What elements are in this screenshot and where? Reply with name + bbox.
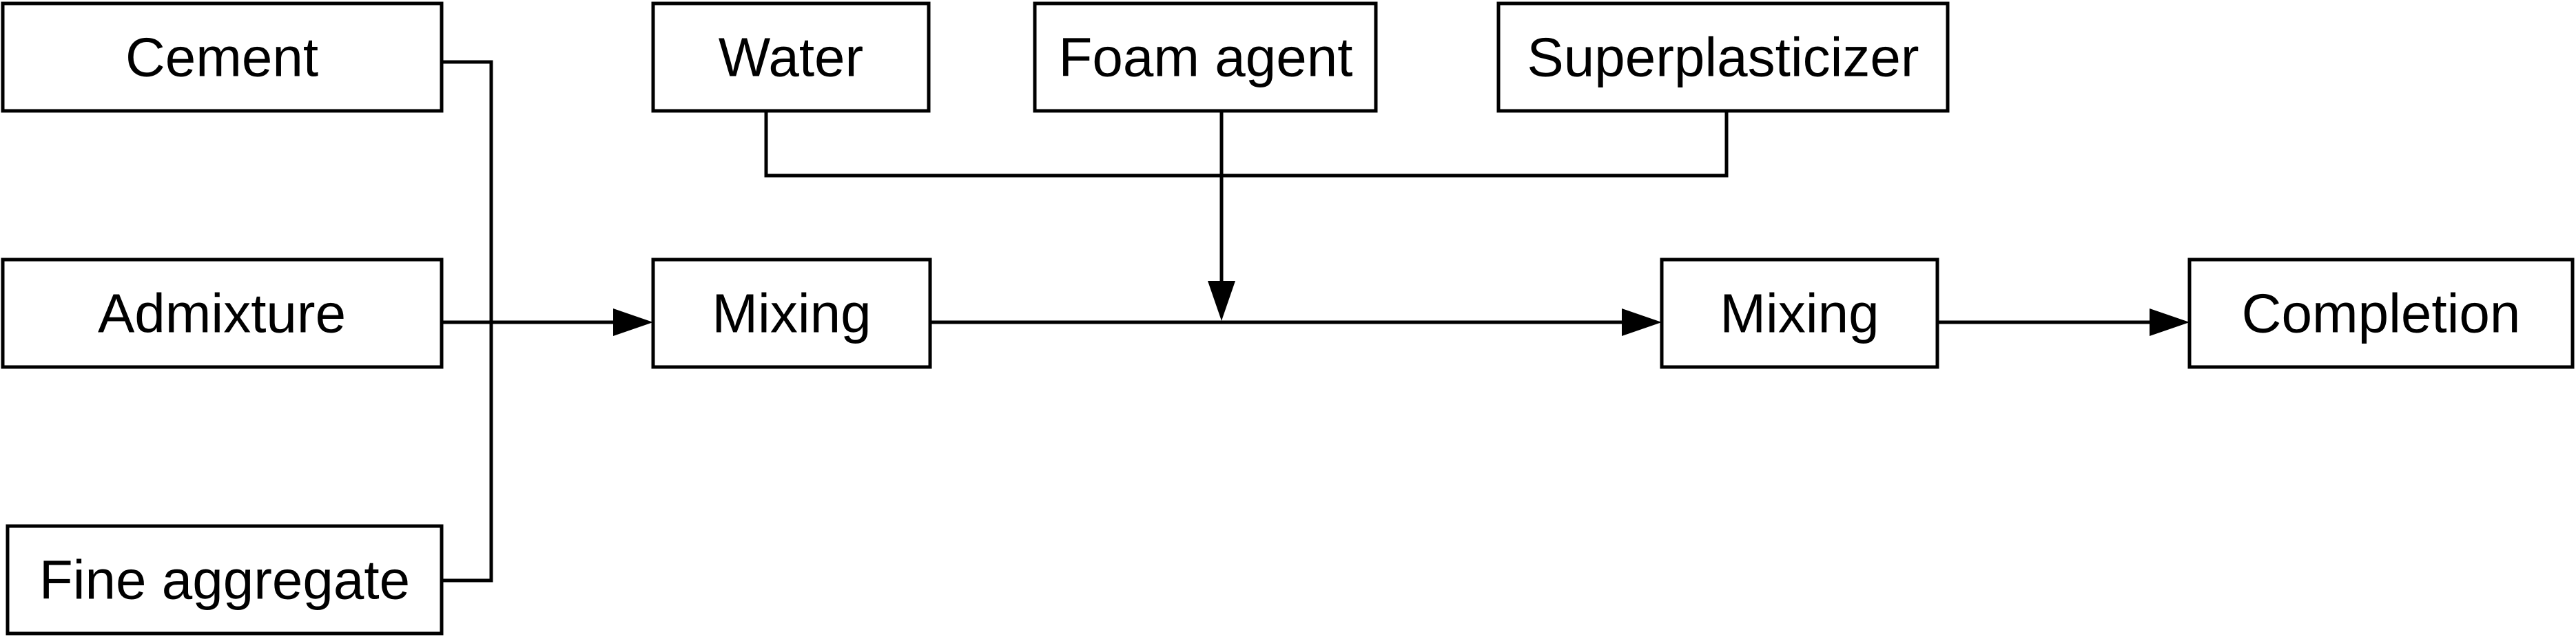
node-mixing-2-box (1660, 258, 1939, 369)
node-completion: Completion (2187, 258, 2575, 369)
node-mixing-2-label: Mixing (1720, 283, 1879, 344)
node-admixture: Admixture (1, 258, 444, 369)
connector-cement (442, 60, 493, 322)
node-superplasticizer: Superplasticizer (1496, 1, 1950, 113)
node-foam-agent-box (1033, 1, 1378, 113)
arrowhead-foam-agent (1208, 281, 1235, 321)
node-completion-box (2187, 258, 2575, 369)
node-mixing-1-label: Mixing (712, 283, 871, 344)
node-foam-agent: Foam agent (1033, 1, 1378, 113)
node-superplasticizer-box (1496, 1, 1950, 113)
node-fine-aggregate-label: Fine aggregate (39, 549, 410, 611)
node-foam-agent-label: Foam agent (1059, 27, 1353, 88)
node-fine-aggregate-box (6, 524, 444, 636)
connector-water (764, 111, 1729, 178)
node-admixture-box (1, 258, 444, 369)
node-fine-aggregate: Fine aggregate (6, 524, 444, 636)
node-cement-box (1, 1, 444, 113)
node-mixing-1: Mixing (651, 258, 932, 369)
node-superplasticizer-label: Superplasticizer (1527, 27, 1919, 88)
node-cement-label: Cement (125, 27, 318, 88)
node-completion-label: Completion (2242, 283, 2521, 344)
node-water: Water (651, 1, 931, 113)
node-mixing-1-box (651, 258, 932, 369)
node-admixture-label: Admixture (98, 283, 346, 344)
connector-fine-aggregate (442, 322, 493, 583)
node-water-label: Water (719, 27, 863, 88)
arrowhead-mixing-2 (1622, 308, 1662, 336)
node-cement: Cement (1, 1, 444, 113)
arrowhead-completion (2150, 308, 2189, 336)
arrowhead-mixing-1 (613, 308, 653, 336)
node-water-box (651, 1, 931, 113)
connectors (442, 60, 2189, 583)
node-mixing-2: Mixing (1660, 258, 1939, 369)
